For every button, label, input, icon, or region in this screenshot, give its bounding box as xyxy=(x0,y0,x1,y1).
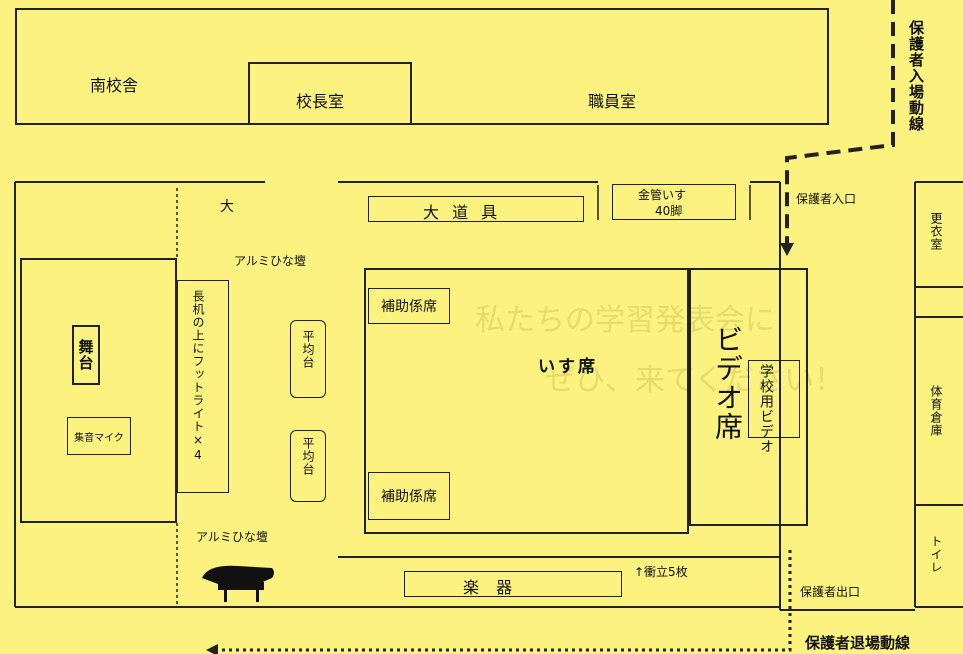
instruments-label: 楽 器 xyxy=(463,578,519,597)
guardian-exit-label: 保護者出口 xyxy=(800,585,861,599)
toilet-label: トイレ xyxy=(929,535,943,574)
instruments-box xyxy=(404,571,622,597)
video-seat-label: ビデオ席 xyxy=(711,325,744,441)
side-label-top: 大 xyxy=(220,199,234,215)
watermark-line1: 私たちの学習発表会に xyxy=(475,303,775,338)
tamba-box xyxy=(368,196,584,222)
tamba-label: 大 道 具 xyxy=(423,203,502,222)
long-desk xyxy=(177,280,229,493)
stage-label: 舞台 xyxy=(72,325,100,385)
watermark-line2: ぜひ、来てください！ xyxy=(545,363,845,398)
long-desk-label: 長机の上にフットライト×4 xyxy=(191,290,205,463)
dressing-room-label: 更衣室 xyxy=(929,212,943,251)
staff-room-label: 職員室 xyxy=(588,92,637,111)
folding-chairs-label-2: 40脚 xyxy=(655,204,683,218)
balance-beam-1 xyxy=(290,320,326,398)
assist-seat-bottom: 補助係席 xyxy=(368,472,450,520)
balance-beam-1-label: 平均台 xyxy=(301,330,315,369)
guardian-entry-route-label: 保護者入場動線 xyxy=(907,20,925,132)
guardian-entrance-label: 保護者入口 xyxy=(796,192,857,206)
chair-area-label: いす席 xyxy=(538,357,598,377)
assist-seat-top: 補助係席 xyxy=(368,288,450,324)
balance-beam-2-label: 平均台 xyxy=(301,437,315,476)
stage-area xyxy=(20,258,177,523)
folding-chairs-box xyxy=(612,184,736,220)
south-building-label: 南校舎 xyxy=(90,76,139,95)
principal-room xyxy=(248,62,412,125)
south-building xyxy=(15,8,829,125)
gym-storage-label: 体育倉庫 xyxy=(929,385,943,437)
guardian-exit-route-label: 保護者退場動線 xyxy=(805,634,911,652)
school-video-box xyxy=(748,360,800,438)
video-seat xyxy=(689,268,808,526)
principal-room-label: 校長室 xyxy=(296,92,345,111)
piano-icon xyxy=(198,560,278,605)
aluminum-riser-bottom-label: アルミひな壇 xyxy=(196,530,268,544)
chair-area xyxy=(364,268,689,534)
aluminum-riser-top-label: アルミひな壇 xyxy=(234,254,306,268)
sound-mic: 集音マイク xyxy=(67,417,131,455)
folding-chairs-label-1: 金管いす xyxy=(638,188,687,202)
partition-label: ↑衝立5枚 xyxy=(634,565,688,579)
school-video-label: 学校用ビデオ xyxy=(758,364,774,454)
balance-beam-2 xyxy=(290,430,326,502)
